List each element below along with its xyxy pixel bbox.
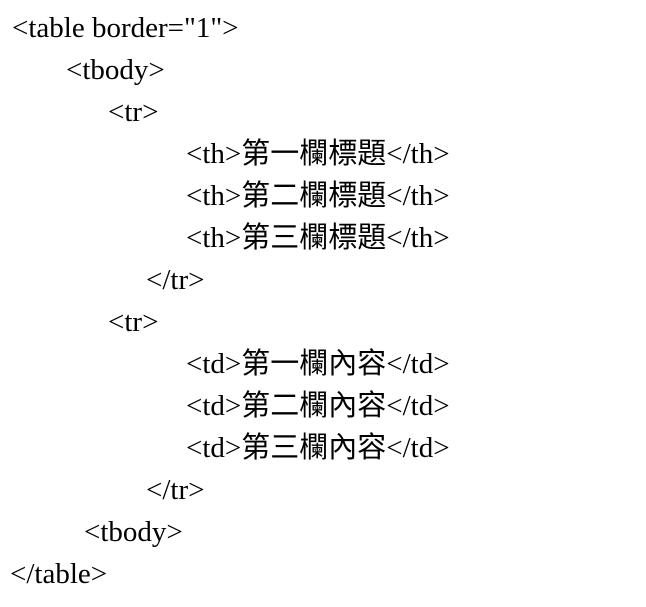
code-line: </tr> [146,264,205,296]
code-line: <td>第三欄內容</td> [186,432,450,464]
code-line: <th>第三欄標題</th> [186,222,450,254]
code-line: <td>第二欄內容</td> [186,390,450,422]
code-line: <th>第一欄標題</th> [186,138,450,170]
code-line: <tbody> [66,54,165,86]
code-line: <tr> [108,306,159,338]
code-line: </table> [10,558,108,590]
code-line: <tr> [108,96,159,128]
code-line: <table border="1"> [12,12,239,44]
code-block: <table border="1"> <tbody> <tr> <th>第一欄標題</… [0,7,646,595]
code-line: </tr> [146,474,205,506]
code-line: <th>第二欄標題</th> [186,180,450,212]
code-line: <td>第一欄內容</td> [186,348,450,380]
code-line: <tbody> [84,516,183,548]
